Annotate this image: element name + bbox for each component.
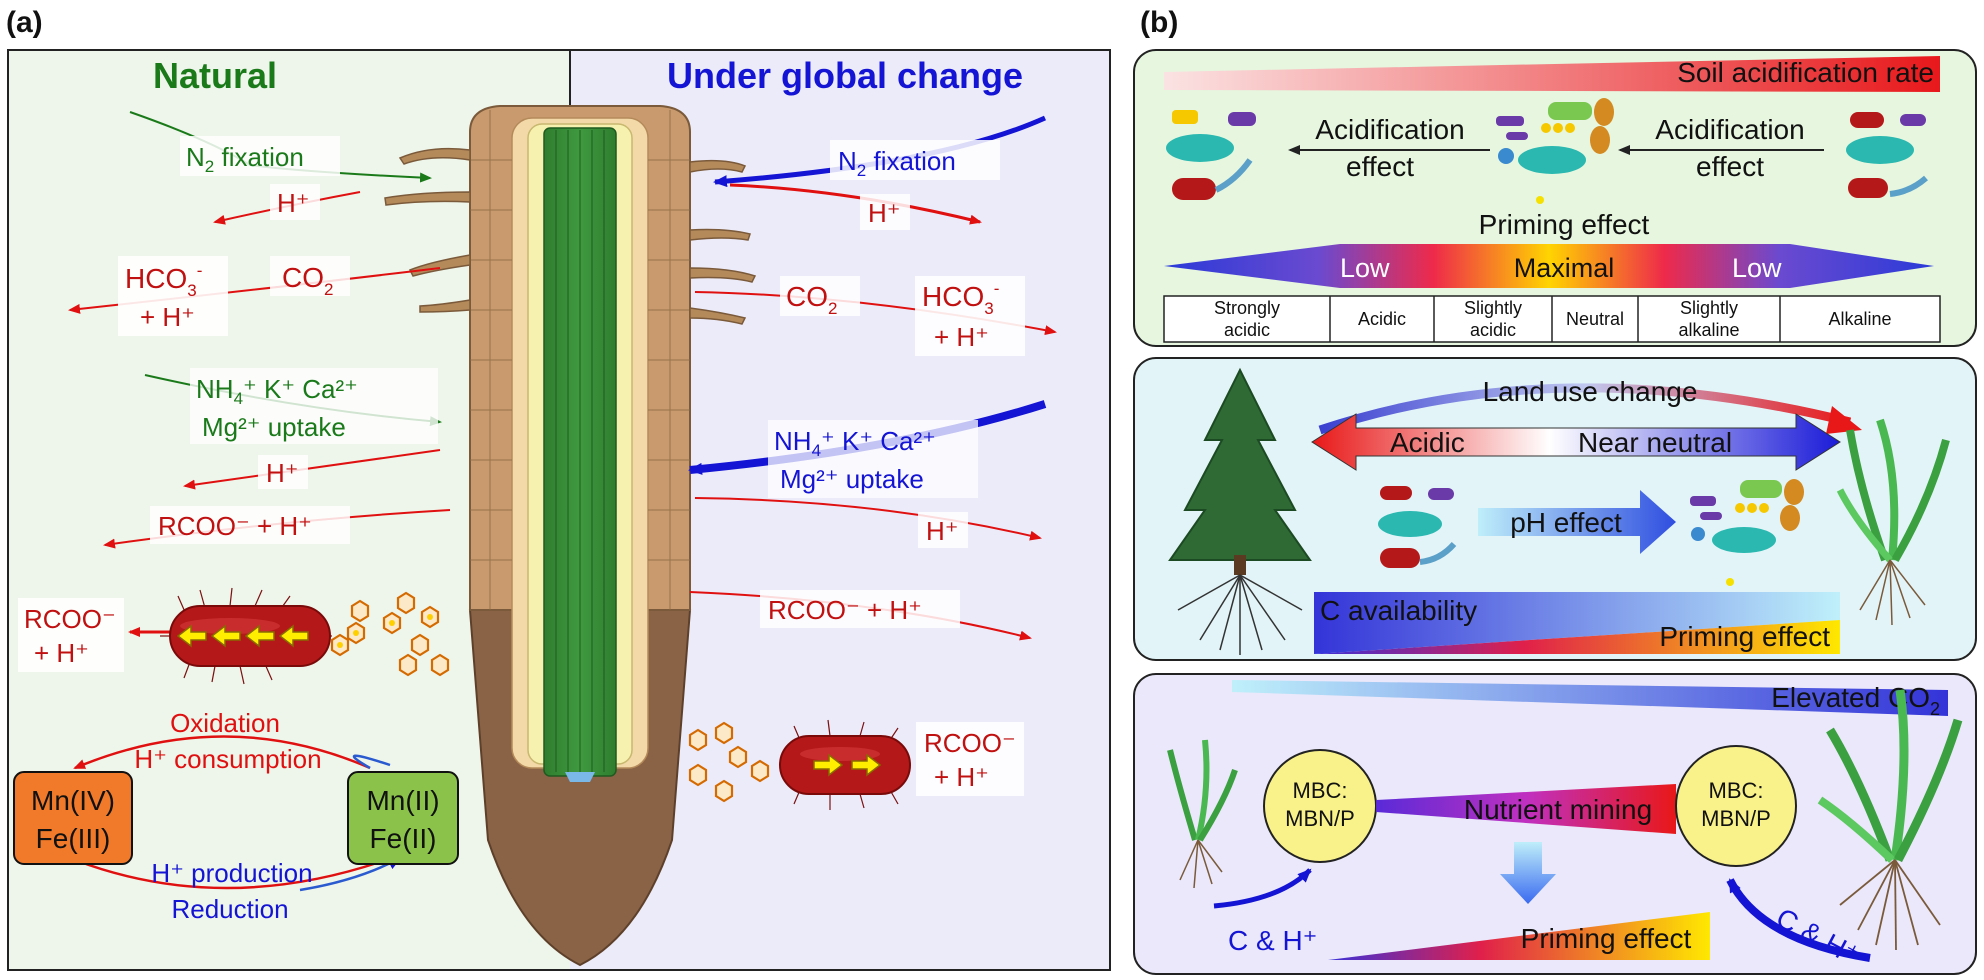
- right-h-2: H⁺: [926, 516, 959, 546]
- oxidation-label: Oxidation: [170, 708, 280, 738]
- small-plant-left: [1167, 739, 1238, 889]
- acidic-label: Acidic: [1390, 427, 1465, 458]
- h-consumption-label: H⁺ consumption: [134, 744, 321, 774]
- right-labels: N2 fixation H⁺ CO2 HCO3- + H⁺ NH4⁺ K⁺ Ca…: [760, 140, 1025, 796]
- box-soil-acidification: Soil acidification rate Acidification ef…: [1133, 49, 1977, 347]
- land-use-change: Land use change: [1483, 376, 1698, 407]
- left-hco3: HCO3-: [125, 261, 202, 300]
- acidification-effect-2-l2: effect: [1696, 151, 1764, 182]
- large-plant-right: [1817, 689, 1963, 951]
- microbes-middle: [1496, 98, 1614, 204]
- microbes-left: [1166, 110, 1256, 200]
- left-h-2: H⁺: [266, 458, 299, 488]
- c-availability-label: C availability: [1320, 595, 1477, 626]
- left-rcoo2-line2: + H⁺: [34, 638, 89, 668]
- acidification-effect-1-l2: effect: [1346, 151, 1414, 182]
- left-rcoo2-line1: RCOO⁻: [24, 604, 116, 634]
- redox-cycle: Mn(IV) Fe(III) Mn(II) Fe(II) Oxidation H…: [13, 708, 459, 924]
- left-labels: N2 fixation H⁺ HCO3- + H⁺ CO2 NH4⁺ K⁺ Ca…: [18, 136, 438, 672]
- right-co2: CO2: [786, 281, 837, 318]
- root-illustration: [384, 105, 757, 967]
- near-neutral-label: Near neutral: [1578, 427, 1732, 458]
- grass-plant-right: [1836, 418, 1950, 626]
- h-production-label: H⁺ production: [151, 858, 312, 888]
- mn2-fe2-box: [347, 771, 459, 865]
- right-nh4-line1: NH4⁺ K⁺ Ca²⁺: [774, 426, 936, 460]
- reduction-label: Reduction: [171, 894, 288, 924]
- right-hco3-plus-h: + H⁺: [934, 322, 989, 352]
- left-nh4-line1: NH4⁺ K⁺ Ca²⁺: [196, 374, 358, 408]
- right-carbon-chain: [688, 721, 770, 803]
- microbes-box2-left: [1378, 486, 1457, 568]
- panel-a-frame: [7, 49, 1111, 971]
- ph-strongly-acidic-l1: Strongly: [1214, 298, 1280, 318]
- low-left: Low: [1340, 253, 1390, 283]
- soil-acidification-rate: Soil acidification rate: [1677, 57, 1934, 88]
- microbes-right: [1846, 112, 1928, 198]
- mbc-circle-right: [1675, 745, 1797, 867]
- conifer-tree: [1168, 367, 1312, 655]
- ph-acidic: Acidic: [1358, 309, 1406, 329]
- ph-slightly-alkaline-l1: Slightly: [1680, 298, 1738, 318]
- panel-a-label: (a): [6, 6, 43, 39]
- priming-effect-1: Priming effect: [1479, 209, 1650, 240]
- left-hco3-plus-h: + H⁺: [140, 302, 195, 332]
- low-right: Low: [1732, 253, 1782, 283]
- maximal-label: Maximal: [1514, 253, 1615, 283]
- right-hco3: HCO3-: [922, 279, 999, 318]
- panel-b-label: (b): [1140, 6, 1178, 39]
- box-elevated-co2: Elevated CO2 MBC: MBN/P Nutrient mining …: [1133, 673, 1977, 975]
- ph-slightly-acidic-l1: Slightly: [1464, 298, 1522, 318]
- mn4-label: Mn(IV): [31, 785, 115, 816]
- left-nh4-line2: Mg²⁺ uptake: [202, 412, 346, 442]
- left-carbon-chain: [330, 591, 450, 677]
- right-rcoo: RCOO⁻ + H⁺: [768, 595, 922, 625]
- mn4-fe3-box: [13, 771, 133, 865]
- left-h-1: H⁺: [277, 188, 310, 218]
- fe2-label: Fe(II): [370, 823, 437, 854]
- mbc-left-l2: MBN/P: [1285, 806, 1355, 831]
- mbc-right-l2: MBN/P: [1701, 806, 1771, 831]
- ph-class-table: Strongly acidic Acidic Slightly acidic N…: [1163, 295, 1941, 343]
- acidification-effect-2-l1: Acidification: [1655, 114, 1804, 145]
- ph-strongly-acidic-l2: acidic: [1224, 320, 1270, 340]
- mbc-left-l1: MBC:: [1293, 778, 1348, 803]
- priming-effect-2: Priming effect: [1659, 621, 1830, 652]
- global-change-title: Under global change: [667, 55, 1023, 96]
- left-co2: CO2: [282, 262, 333, 299]
- right-n2-fixation: N2 fixation: [838, 146, 956, 180]
- box-land-use-change: Land use change Acidic Near neutral pH e…: [1133, 357, 1977, 661]
- mbc-right-l1: MBC:: [1709, 778, 1764, 803]
- right-h-1: H⁺: [868, 198, 901, 228]
- mn2-label: Mn(II): [366, 785, 439, 816]
- left-n2-fixation: N2 fixation: [186, 142, 304, 176]
- nutrient-mining-label: Nutrient mining: [1464, 794, 1652, 825]
- ph-alkaline: Alkaline: [1828, 309, 1891, 329]
- ph-neutral: Neutral: [1566, 309, 1624, 329]
- natural-title: Natural: [153, 55, 277, 96]
- right-rcoo2-line1: RCOO⁻: [924, 728, 1016, 758]
- ph-slightly-acidic-l2: acidic: [1470, 320, 1516, 340]
- right-nh4-line2: Mg²⁺ uptake: [780, 464, 924, 494]
- left-bacterium: [160, 587, 332, 685]
- ph-effect-label: pH effect: [1510, 507, 1622, 538]
- c-h-left: C & H⁺: [1228, 925, 1317, 956]
- priming-effect-3: Priming effect: [1521, 923, 1692, 954]
- ph-slightly-alkaline-l2: alkaline: [1678, 320, 1739, 340]
- microbes-box2-right: [1690, 479, 1804, 586]
- fe3-label: Fe(III): [36, 823, 111, 854]
- acidification-effect-1-l1: Acidification: [1315, 114, 1464, 145]
- right-bacterium: [779, 719, 911, 810]
- right-rcoo2-line2: + H⁺: [934, 762, 989, 792]
- left-rcoo: RCOO⁻ + H⁺: [158, 511, 312, 541]
